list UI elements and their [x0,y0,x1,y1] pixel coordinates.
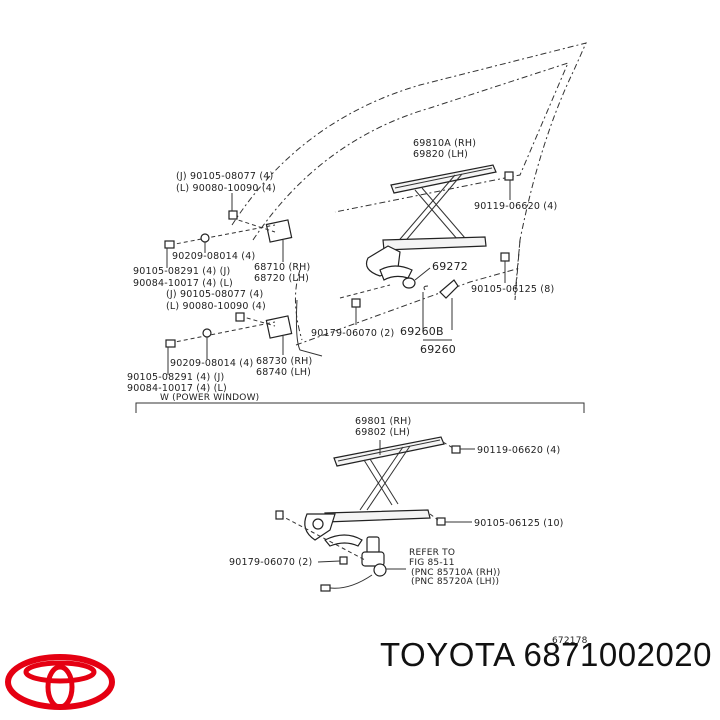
lower-window-regulator-69801 [275,436,475,592]
label-hinge-upper-rh: 68710 (RH) [254,262,310,273]
label-washer-lower: 90209-08014 (4) [170,358,253,369]
label-refer-line3: (PNC 85710A (RH)) [411,568,500,578]
label-refer-line4: (PNC 85720A (LH)) [411,577,499,587]
upper-hinge-68710 [164,193,293,268]
label-bolt-l-upper: (L) 90080-10090 (4) [176,183,276,194]
label-lower-bolt-top: 90119-06620 (4) [477,445,560,456]
section-label-power-window: W (POWER WINDOW) [160,393,259,403]
section-divider [135,402,585,413]
lower-hinge-68730 [165,299,323,375]
label-bolt-j-lower2: 90105-08291 (4) (J) [127,372,224,383]
label-regulator-rh: 69810A (RH) [413,138,476,149]
label-part-69272: 69272 [432,260,468,273]
label-bolt-regulator-bottom: 90105-06125 (8) [471,284,554,295]
label-bolt-j-upper2: 90105-08291 (4) (J) [133,266,230,277]
upper-section-labels: (J) 90105-08077 (4) (L) 90080-10090 (4) … [127,138,557,394]
label-washer-upper: 90209-08014 (4) [172,251,255,262]
label-lower-regulator-rh: 69801 (RH) [355,416,411,427]
label-bolt-j-lower: (J) 90105-08077 (4) [166,289,263,300]
label-bolt-l-lower2: 90084-10017 (4) (L) [127,383,227,394]
label-bolt-l-lower: (L) 90080-10090 (4) [166,301,266,312]
label-refer-line2: FIG 85-11 [409,558,455,568]
upper-window-regulator-69810a [339,164,514,341]
part-number: 6871002020 [523,636,712,673]
label-hinge-lower-rh: 68730 (RH) [256,356,312,367]
label-bolt-l-upper2: 90084-10017 (4) (L) [133,278,233,289]
label-refer-line1: REFER TO [409,548,455,558]
lower-section-labels: 69801 (RH) 69802 (LH) 90119-06620 (4) 90… [229,416,564,587]
label-part-69260: 69260 [420,343,456,356]
brand-name: TOYOTA [379,636,514,673]
label-lower-regulator-lh: 69802 (LH) [355,427,410,438]
label-nut-90179: 90179-06070 (2) [311,328,394,339]
label-lower-nut: 90179-06070 (2) [229,557,312,568]
toyota-logo-icon [5,654,115,710]
label-regulator-lh: 69820 (LH) [413,149,468,160]
door-frame-outline [231,42,587,346]
label-bolt-regulator-top: 90119-06620 (4) [474,201,557,212]
label-part-69260b: 69260B [400,325,444,338]
label-bolt-j-upper: (J) 90105-08077 (4) [176,171,273,182]
label-lower-bolt-bottom: 90105-06125 (10) [474,518,564,529]
label-hinge-lower-lh: 68740 (LH) [256,367,311,378]
label-hinge-upper-lh: 68720 (LH) [254,273,309,284]
figure-number: 672178 [552,636,588,646]
part-title: TOYOTA 6871002020 [380,636,712,674]
